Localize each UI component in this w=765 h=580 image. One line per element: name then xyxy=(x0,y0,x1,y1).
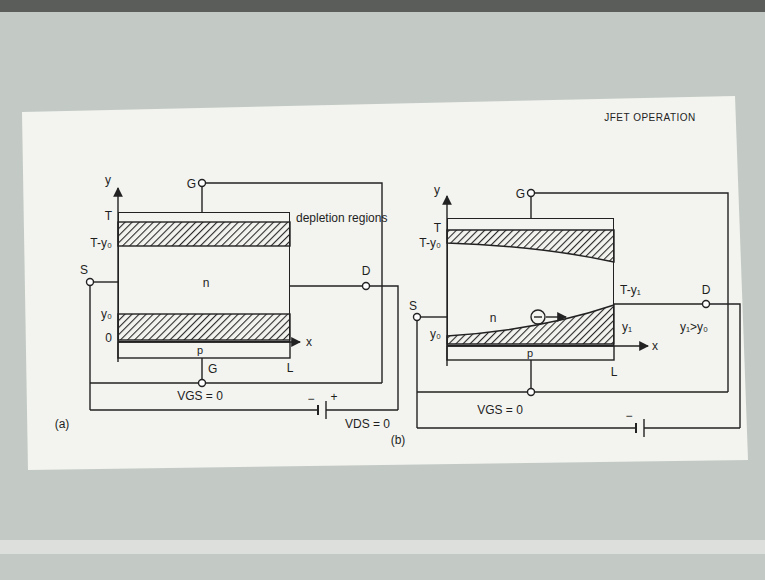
terminal xyxy=(199,180,206,187)
diagram-label: − xyxy=(307,392,314,406)
terminal xyxy=(528,389,535,396)
diagram-label: p xyxy=(197,344,203,356)
wire xyxy=(416,321,417,429)
diagram-label: L xyxy=(611,365,618,379)
diagram-label: T-y₁ xyxy=(620,283,641,297)
channel-bar: n xyxy=(118,212,290,342)
diagram-label: G xyxy=(208,362,217,376)
diagram-label: D xyxy=(362,264,371,278)
diagram-label: T-y₀ xyxy=(419,236,441,250)
wire xyxy=(417,391,528,392)
wire xyxy=(535,193,729,392)
diagram-label: y₀ xyxy=(101,307,112,321)
wire xyxy=(290,285,363,286)
wire xyxy=(89,286,90,411)
p-layer xyxy=(447,346,614,360)
diagram-label: S xyxy=(409,299,417,313)
diagram-label: + xyxy=(330,390,337,404)
wire xyxy=(90,409,318,410)
diagram-label: y xyxy=(434,183,440,197)
battery-symbol xyxy=(635,423,637,433)
diagram-label: D xyxy=(702,283,711,297)
diagram-label: VGS = 0 xyxy=(477,403,523,417)
diagram-label: T-y₀ xyxy=(90,236,112,250)
wire xyxy=(530,197,531,219)
page-heading: JFET OPERATION xyxy=(604,112,696,124)
wire xyxy=(94,281,119,282)
wire xyxy=(326,409,398,410)
region-label: n xyxy=(490,311,497,325)
terminal xyxy=(703,301,710,308)
wire xyxy=(201,187,202,213)
wire xyxy=(614,303,703,304)
photo-band xyxy=(0,540,765,554)
electron-arrow xyxy=(546,316,566,317)
diagram-label: (a) xyxy=(55,417,70,431)
diagram-label: VGS = 0 xyxy=(177,389,223,403)
electron-symbol xyxy=(531,310,545,324)
wire xyxy=(370,286,399,410)
channel-bar: n xyxy=(447,218,614,346)
diagram-label: y xyxy=(105,173,111,187)
diagram-label: T xyxy=(434,221,441,235)
diagram-label: S xyxy=(80,263,88,277)
photo-band xyxy=(0,0,765,12)
region-label: n xyxy=(203,276,210,290)
terminal xyxy=(199,380,206,387)
diagram-label: − xyxy=(625,409,632,423)
electron-symbol xyxy=(534,316,542,317)
diagram-label: y₀ xyxy=(430,327,441,341)
wire xyxy=(535,391,729,392)
paper-sheet xyxy=(22,96,748,470)
diagram-label: depletion regions xyxy=(296,211,387,225)
wire xyxy=(206,382,383,383)
wire xyxy=(90,382,199,383)
depletion-region xyxy=(447,305,614,344)
diagram-label: p xyxy=(527,347,533,359)
panel-b-figure xyxy=(414,190,741,438)
diagram-label: VDS = 0 xyxy=(345,417,390,431)
p-layer xyxy=(118,342,290,358)
wire xyxy=(530,360,531,389)
diagram-label: (b) xyxy=(391,433,406,447)
battery-symbol xyxy=(317,405,319,415)
terminal xyxy=(414,314,421,321)
wire xyxy=(421,316,448,317)
diagram-label: x xyxy=(306,335,312,349)
wire xyxy=(201,358,202,380)
terminal xyxy=(87,279,94,286)
diagram-label: G xyxy=(516,187,525,201)
depletion-region xyxy=(118,222,290,246)
depletion-region xyxy=(118,314,290,340)
diagram-label: y₁>y₀ xyxy=(680,320,708,334)
wire xyxy=(417,427,636,428)
diagram-label: 0 xyxy=(105,331,112,345)
diagram-label: L xyxy=(287,361,294,375)
diagram-label: G xyxy=(187,177,196,191)
panel-a-figure xyxy=(87,180,399,420)
terminal xyxy=(363,283,370,290)
wire xyxy=(644,427,740,428)
diagram-label: T xyxy=(105,209,112,223)
terminal xyxy=(528,190,535,197)
depletion-region xyxy=(447,230,614,262)
wire xyxy=(710,304,741,428)
diagram-label: y₁ xyxy=(622,320,632,334)
diagram-label: x xyxy=(652,339,658,353)
